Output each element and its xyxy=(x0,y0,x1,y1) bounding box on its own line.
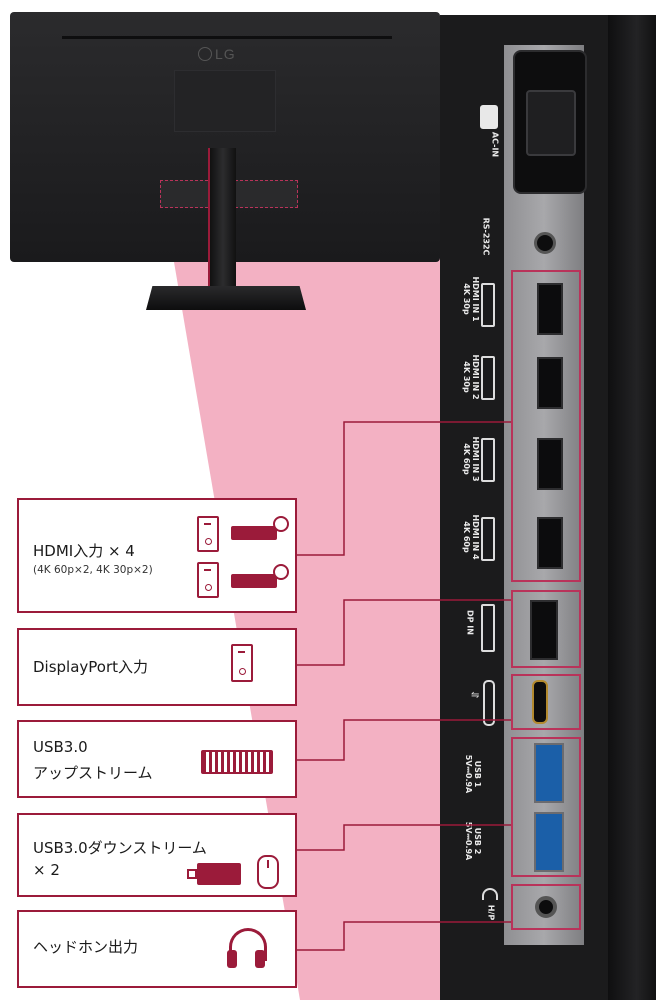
monitor-top-vent xyxy=(62,36,392,39)
hp-highlight-box xyxy=(511,884,581,930)
feature-usb-up-title2: アップストリーム xyxy=(33,764,153,782)
usbc-port xyxy=(532,680,548,724)
feature-hdmi-title: HDMI入力 × 4 xyxy=(33,542,135,560)
hdmi-port-3 xyxy=(537,438,563,490)
hdmi-icon-2 xyxy=(481,356,495,400)
disc-icon-1 xyxy=(273,516,289,532)
dp-port xyxy=(530,600,558,660)
usba-highlight-box xyxy=(511,737,581,877)
port-panel-frame xyxy=(608,15,656,1000)
hdmi-icon-4 xyxy=(481,517,495,561)
feature-box-usb-downstream: USB3.0ダウンストリーム × 2 xyxy=(17,813,297,897)
usb-stick-icon xyxy=(187,863,241,885)
disc-icon-2 xyxy=(273,564,289,580)
feature-box-usb-upstream: USB3.0 アップストリーム xyxy=(17,720,297,798)
hdmi-port-2 xyxy=(537,357,563,409)
usba-port-1 xyxy=(534,743,564,803)
pc-tower-icon-2 xyxy=(197,562,219,598)
dp-highlight-box xyxy=(511,590,581,668)
hdmi-port-1 xyxy=(537,283,563,335)
feature-box-headphone: ヘッドホン出力 xyxy=(17,910,297,988)
keyboard-icon xyxy=(201,750,273,774)
hdmi-highlight-box xyxy=(511,270,581,582)
power-inlet-socket xyxy=(526,90,576,156)
stand-neck xyxy=(208,148,236,300)
feature-dp-title: DisplayPort入力 xyxy=(33,658,149,676)
feature-box-displayport: DisplayPort入力 xyxy=(17,628,297,706)
headphone-icon xyxy=(227,928,267,970)
feature-box-hdmi: HDMI入力 × 4 (4K 60p×2, 4K 30p×2) xyxy=(17,498,297,613)
feature-hdmi-sub: (4K 60p×2, 4K 30p×2) xyxy=(33,564,153,576)
usbc-highlight-box xyxy=(511,674,581,730)
power-inlet xyxy=(513,50,587,194)
rs232c-jack xyxy=(534,232,556,254)
pc-tower-icon-1 xyxy=(197,516,219,552)
player-icon-1 xyxy=(231,526,277,540)
lg-logo: LG xyxy=(198,46,236,62)
feature-hp-title: ヘッドホン出力 xyxy=(33,938,139,956)
usba-port-2 xyxy=(534,812,564,872)
feature-usb-up-title: USB3.0 xyxy=(33,738,88,756)
player-icon-2 xyxy=(231,574,277,588)
headphone-small-icon xyxy=(482,888,498,900)
lg-logo-mark xyxy=(198,47,212,61)
mouse-icon xyxy=(257,855,279,889)
pc-tower-icon-3 xyxy=(231,644,253,682)
usbc-usb-icon: ⇋ xyxy=(471,690,480,701)
vesa-plate xyxy=(174,70,276,132)
stand-base xyxy=(146,286,306,310)
feature-usb-down-title2: × 2 xyxy=(33,861,60,879)
hp-jack xyxy=(535,896,557,918)
dp-icon xyxy=(481,604,495,652)
power-icon xyxy=(480,105,498,129)
feature-usb-down-title: USB3.0ダウンストリーム xyxy=(33,839,207,857)
hdmi-icon-3 xyxy=(481,438,495,482)
usbc-icon xyxy=(483,680,495,726)
hdmi-port-4 xyxy=(537,517,563,569)
hdmi-icon-1 xyxy=(481,283,495,327)
